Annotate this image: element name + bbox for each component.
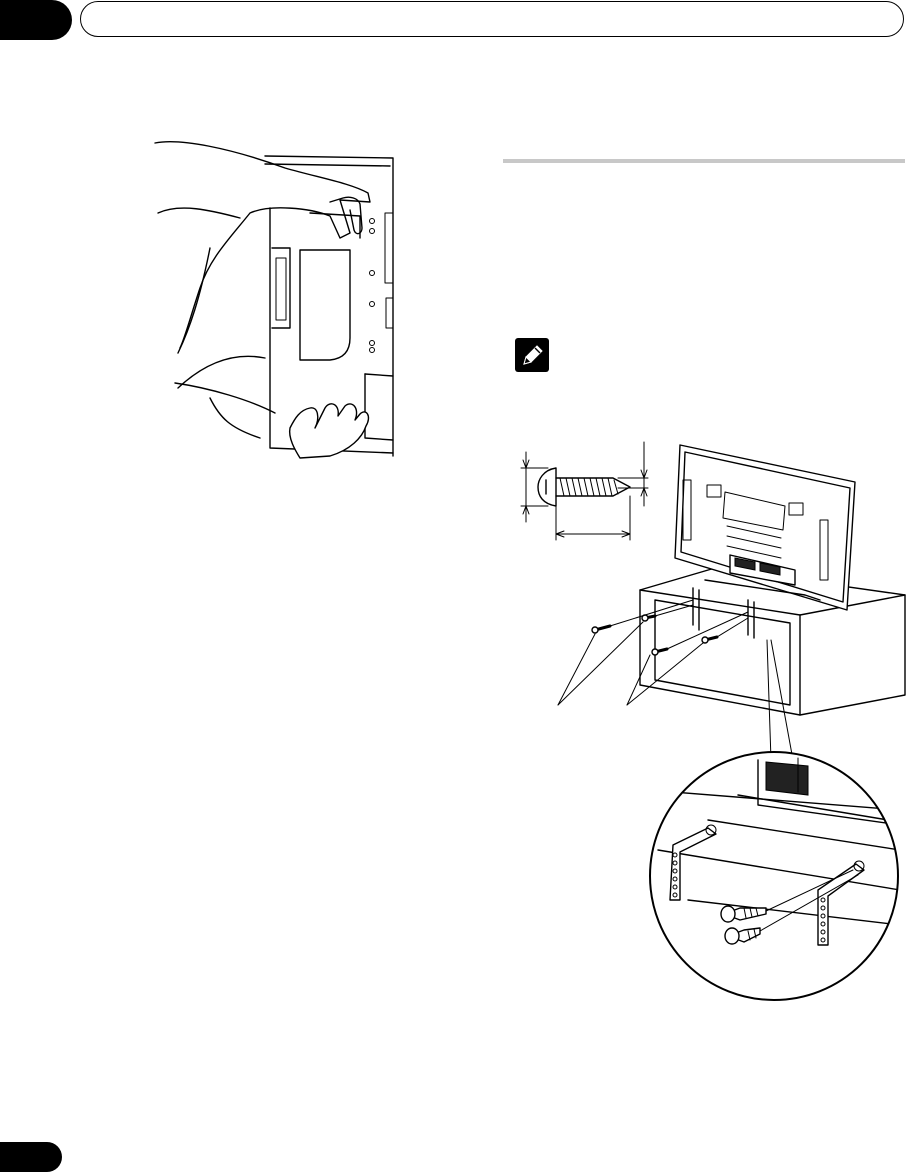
chapter-tab (0, 0, 72, 40)
header-bar (80, 1, 904, 37)
pencil-note-icon (515, 338, 549, 372)
stand-attachment-figure (555, 440, 905, 725)
carrying-panel-illustration (150, 138, 395, 458)
section-rule (503, 159, 905, 163)
page-number-tab (0, 1142, 62, 1172)
bracket-detail-figure (648, 750, 900, 1002)
